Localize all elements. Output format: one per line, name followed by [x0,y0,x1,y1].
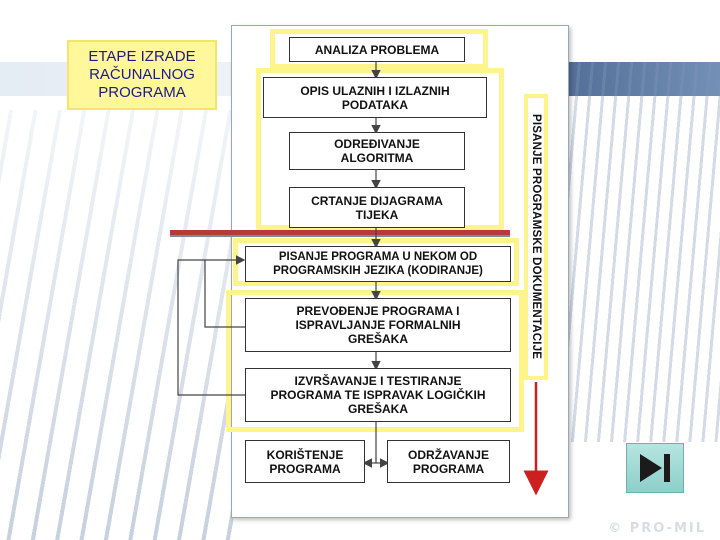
divider-line [170,230,510,237]
step-odrzavanje: ODRŽAVANJE PROGRAMA [387,440,510,483]
step-crtanje-dijagrama: CRTANJE DIJAGRAMA TIJEKA [289,187,465,228]
dokumentacija-label-text: PISANJE PROGRAMSKE DOKUMENTACIJE [530,114,542,360]
step-prevodenje: PREVOĐENJE PROGRAMA I ISPRAVLJANJE FORMA… [245,298,511,352]
dokumentacija-label: PISANJE PROGRAMSKE DOKUMENTACIJE [524,94,548,380]
copyright-watermark: © PRO-MIL [608,521,706,536]
next-slide-button[interactable] [626,443,684,493]
background-stripes-left [0,110,240,540]
highlight-analiza [270,29,488,69]
step-kodiranje: PISANJE PROGRAMA U NEKOM OD PROGRAMSKIH … [245,246,511,282]
step-opis-podataka: OPIS ULAZNIH I IZLAZNIH PODATAKA [263,77,487,118]
step-analiza-problema: ANALIZA PROBLEMA [289,37,465,62]
background-stripes-right [568,62,720,442]
step-koristenje: KORIŠTENJE PROGRAMA [245,440,365,483]
step-testiranje: IZVRŠAVANJE I TESTIRANJE PROGRAMA TE ISP… [245,368,511,422]
skip-next-icon [640,454,670,482]
step-odredivanje-algoritma: ODREĐIVANJE ALGORITMA [289,132,465,170]
diagram-title: ETAPE IZRADE RAČUNALNOG PROGRAMA [67,40,217,110]
